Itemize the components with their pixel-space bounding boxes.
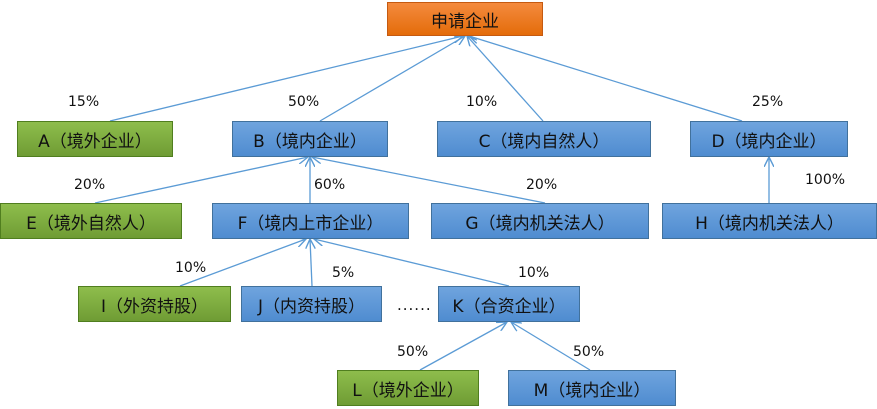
pct-a: 15%	[68, 94, 100, 110]
node-c: C（境内自然人）	[437, 121, 651, 157]
edge-k-f	[314, 239, 510, 287]
pct-i: 10%	[175, 260, 207, 276]
edge-j-f	[310, 239, 312, 287]
edge-b-root	[319, 36, 465, 122]
edge-e-f	[94, 157, 308, 204]
edge-a-root	[109, 36, 463, 122]
pct-d: 25%	[752, 94, 784, 110]
pct-j: 5%	[332, 265, 355, 281]
edge-c-root	[467, 36, 544, 122]
pct-k: 10%	[518, 265, 550, 281]
pct-h: 100%	[805, 172, 846, 188]
node-f: F（境内上市企业）	[212, 203, 409, 239]
pct-f: 60%	[314, 177, 346, 193]
edge-m-k	[511, 322, 591, 371]
edge-g-b	[312, 157, 546, 204]
node-b: B（境内企业）	[232, 121, 388, 157]
node-d: D（境内企业）	[690, 121, 848, 157]
node-applicant: 申请企业	[387, 2, 543, 36]
node-j: J（内资持股）	[241, 286, 382, 322]
pct-e: 20%	[74, 177, 106, 193]
node-g: G（境内机关法人）	[431, 203, 649, 239]
pct-m: 50%	[573, 344, 605, 360]
node-a: A（境外企业）	[17, 121, 173, 157]
node-k: K（合资企业）	[438, 286, 580, 322]
pct-l: 50%	[397, 344, 429, 360]
pct-g: 20%	[526, 177, 558, 193]
pct-b: 50%	[288, 94, 320, 110]
edge-l-k	[419, 322, 507, 371]
edge-i-f	[179, 239, 306, 287]
edge-d-root	[469, 36, 743, 122]
node-i: I（外资持股）	[78, 286, 231, 322]
node-h: H（境内机关法人）	[662, 203, 877, 239]
node-e: E（境外自然人）	[0, 203, 182, 239]
node-m: M（境内企业）	[508, 370, 676, 406]
node-l: L（境外企业）	[337, 370, 479, 406]
pct-c: 10%	[466, 94, 498, 110]
more-shareholders-ellipsis: ......	[397, 296, 432, 314]
